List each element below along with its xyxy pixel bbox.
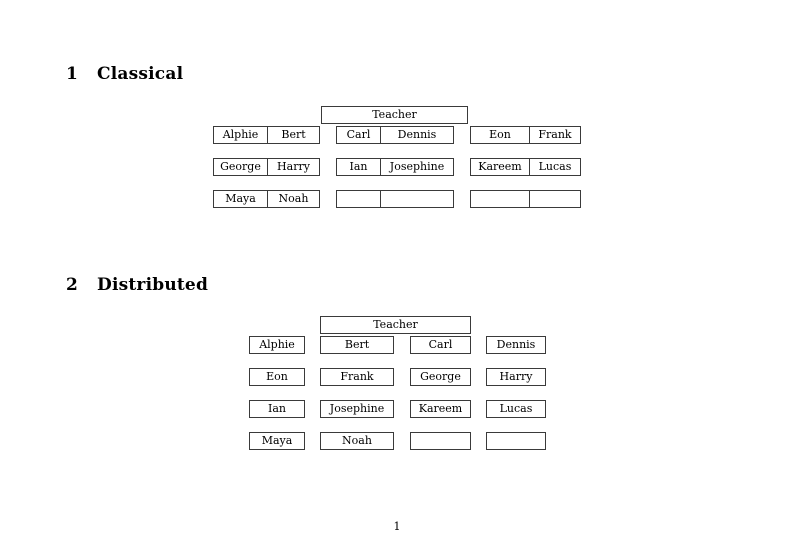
student-box: Harry bbox=[486, 368, 546, 386]
teacher-box: Teacher bbox=[320, 316, 471, 334]
student-cell: Frank bbox=[529, 127, 580, 143]
page-number: 1 bbox=[393, 520, 401, 533]
student-box-empty bbox=[410, 432, 471, 450]
student-box-empty bbox=[486, 432, 546, 450]
student-group-empty bbox=[336, 190, 454, 208]
teacher-row: Teacher bbox=[0, 106, 794, 126]
student-group: Ian Josephine bbox=[336, 158, 454, 176]
student-box: Maya bbox=[249, 432, 305, 450]
student-row: Maya Noah bbox=[0, 432, 794, 464]
student-group: George Harry bbox=[213, 158, 320, 176]
student-cell-empty bbox=[380, 191, 453, 207]
diagram-classical: Teacher Alphie Bert Carl Dennis Eon Fran… bbox=[0, 106, 794, 222]
student-box: Alphie bbox=[249, 336, 305, 354]
student-cell: Kareem bbox=[478, 160, 522, 173]
student-cell: Carl bbox=[346, 128, 371, 141]
student-cell: Maya bbox=[225, 192, 256, 205]
student-group: Eon Frank bbox=[470, 126, 581, 144]
student-box: Frank bbox=[320, 368, 394, 386]
student-box: Kareem bbox=[410, 400, 471, 418]
teacher-box: Teacher bbox=[321, 106, 468, 124]
student-box: Josephine bbox=[320, 400, 394, 418]
student-cell: Dennis bbox=[380, 127, 453, 143]
student-cell: Alphie bbox=[222, 128, 259, 141]
student-cell: Bert bbox=[267, 127, 319, 143]
student-box: Carl bbox=[410, 336, 471, 354]
student-box: Eon bbox=[249, 368, 305, 386]
student-cell-empty bbox=[337, 191, 380, 207]
student-row: Maya Noah bbox=[0, 190, 794, 222]
student-box: George bbox=[410, 368, 471, 386]
student-row: George Harry Ian Josephine Kareem Lucas bbox=[0, 158, 794, 190]
student-cell-empty bbox=[471, 191, 529, 207]
section-number: 2 bbox=[66, 275, 79, 295]
section-heading-distributed: 2 Distributed bbox=[66, 275, 208, 295]
student-row: Ian Josephine Kareem Lucas bbox=[0, 400, 794, 432]
teacher-row: Teacher bbox=[0, 316, 794, 336]
student-row: Eon Frank George Harry bbox=[0, 368, 794, 400]
student-cell: Josephine bbox=[380, 159, 453, 175]
student-box: Lucas bbox=[486, 400, 546, 418]
student-group-empty bbox=[470, 190, 581, 208]
student-cell: Ian bbox=[349, 160, 368, 173]
student-cell: Noah bbox=[267, 191, 319, 207]
student-cell: Eon bbox=[489, 128, 511, 141]
student-group: Kareem Lucas bbox=[470, 158, 581, 176]
section-title: Distributed bbox=[97, 275, 209, 295]
student-group: Carl Dennis bbox=[336, 126, 454, 144]
section-number: 1 bbox=[66, 64, 79, 84]
student-row: Alphie Bert Carl Dennis Eon Frank bbox=[0, 126, 794, 158]
student-cell: Harry bbox=[267, 159, 319, 175]
student-cell: Lucas bbox=[529, 159, 580, 175]
student-cell: George bbox=[220, 160, 261, 173]
student-row: Alphie Bert Carl Dennis bbox=[0, 336, 794, 368]
student-group: Maya Noah bbox=[213, 190, 320, 208]
section-title: Classical bbox=[97, 64, 184, 84]
section-heading-classical: 1 Classical bbox=[66, 64, 183, 84]
student-box: Ian bbox=[249, 400, 305, 418]
student-box: Bert bbox=[320, 336, 394, 354]
student-box: Dennis bbox=[486, 336, 546, 354]
diagram-distributed: Teacher Alphie Bert Carl Dennis Eon Fran… bbox=[0, 316, 794, 464]
student-cell-empty bbox=[529, 191, 580, 207]
student-group: Alphie Bert bbox=[213, 126, 320, 144]
student-box: Noah bbox=[320, 432, 394, 450]
